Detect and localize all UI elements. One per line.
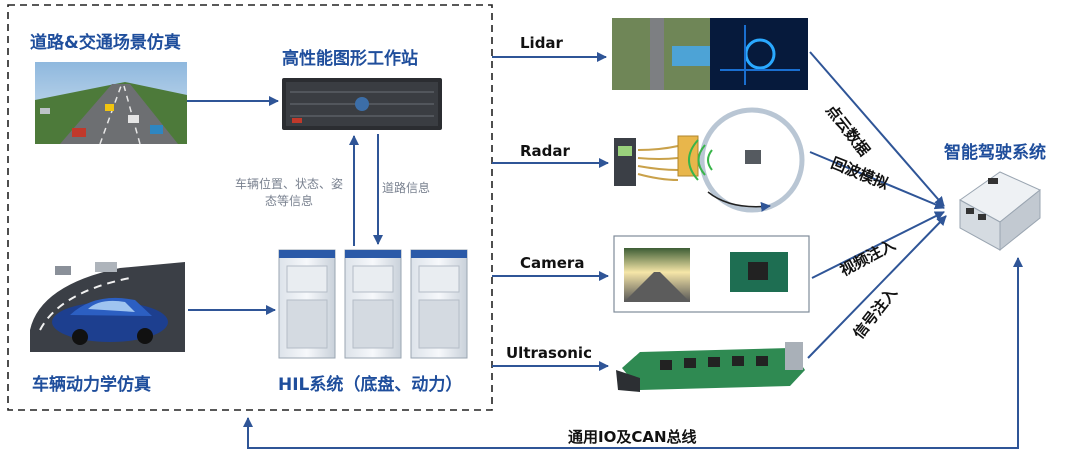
road-scene-image (35, 62, 187, 145)
lidar-image (612, 18, 808, 90)
workstation-label: 高性能图形工作站 (282, 49, 418, 69)
sensor-label-camera: Camera (520, 254, 585, 272)
ecu-image (959, 171, 1041, 252)
sensor-label-radar: Radar (520, 142, 570, 160)
feedback-up-label: 车辆位置、状态、姿态等信息 (234, 177, 343, 208)
bus-label: 通用IO及CAN总线 (568, 428, 697, 446)
ultrasonic-board-image (616, 342, 805, 392)
vehicle-sim-label: 车辆动力学仿真 (32, 375, 151, 395)
radar-image (614, 107, 805, 213)
hil-cabinets-image (278, 249, 468, 359)
sensor-label-ultrasonic: Ultrasonic (506, 344, 592, 362)
simulation-group-boundary (7, 4, 493, 411)
hil-label: HIL系统（底盘、动力） (278, 375, 463, 395)
vehicle-image (30, 262, 185, 352)
camera-image (613, 235, 810, 313)
road-sim-label: 道路&交通场景仿真 (30, 33, 181, 53)
workstation-image (282, 78, 442, 130)
feedback-down-label: 道路信息 (382, 181, 431, 195)
sensor-label-lidar: Lidar (520, 34, 563, 52)
target-system-label: 智能驾驶系统 (944, 143, 1046, 163)
